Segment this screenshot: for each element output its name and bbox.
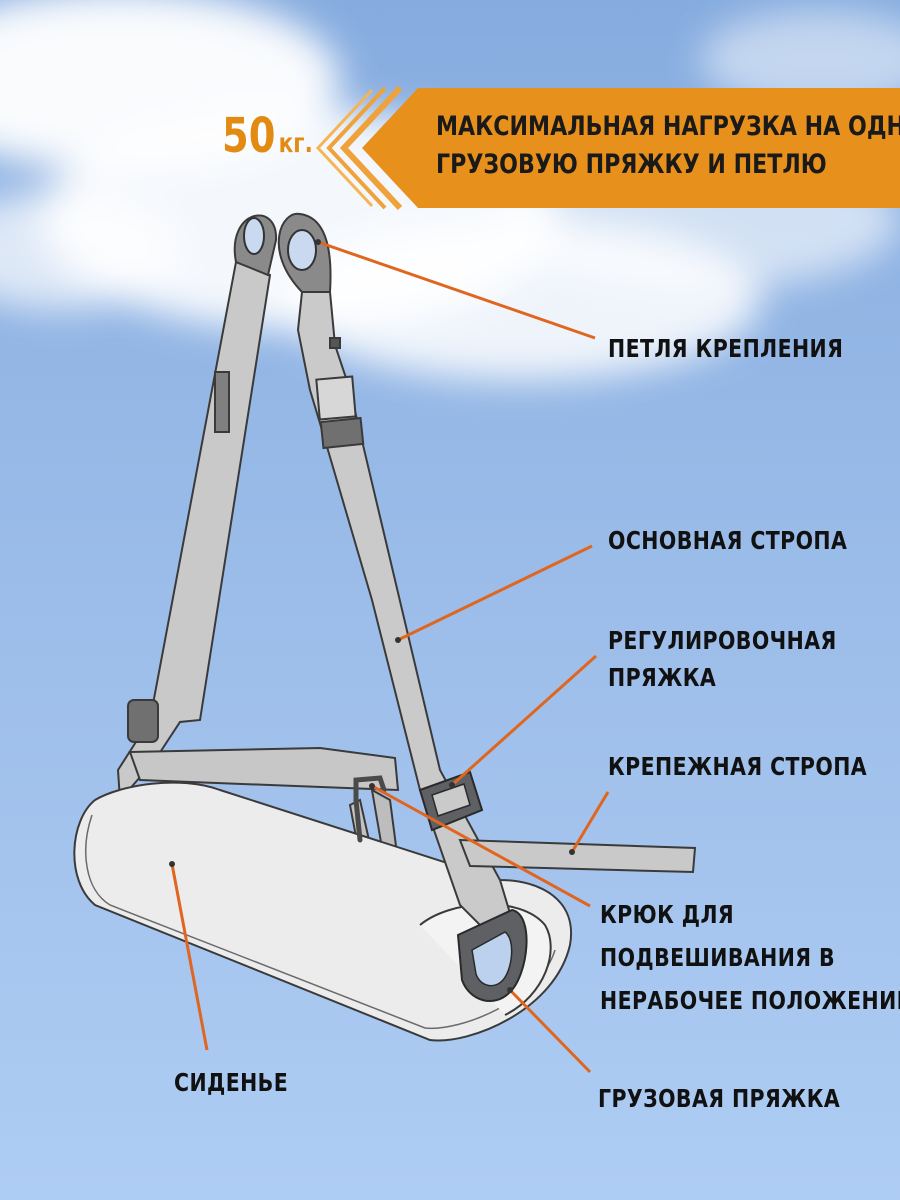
label-adjust-buckle: РЕГУЛИРОВОЧНАЯ ПРЯЖКА (608, 622, 837, 696)
banner-line-1: МАКСИМАЛЬНАЯ НАГРУЗКА НА ОДНУ (436, 108, 900, 146)
label-cargo-buckle-line-1: ГРУЗОВАЯ ПРЯЖКА (598, 1080, 840, 1117)
label-hook-line-3: НЕРАБОЧЕЕ ПОЛОЖЕНИЕ (600, 979, 900, 1022)
weight-number: 50 (222, 108, 275, 164)
label-adjust-buckle-line-1: РЕГУЛИРОВОЧНАЯ (608, 622, 837, 659)
label-fastening-strap: КРЕПЕЖНАЯ СТРОПА (608, 748, 867, 785)
label-loop: ПЕТЛЯ КРЕПЛЕНИЯ (608, 330, 843, 367)
label-hook-line-2: ПОДВЕШИВАНИЯ В (600, 936, 900, 979)
label-adjust-buckle-line-2: ПРЯЖКА (608, 659, 837, 696)
weight-unit: кг. (279, 128, 313, 159)
label-main-strap: ОСНОВНАЯ СТРОПА (608, 522, 847, 559)
label-cargo-buckle: ГРУЗОВАЯ ПРЯЖКА (598, 1080, 840, 1117)
label-fastening-strap-line-1: КРЕПЕЖНАЯ СТРОПА (608, 748, 867, 785)
label-hook: КРЮК ДЛЯ ПОДВЕШИВАНИЯ В НЕРАБОЧЕЕ ПОЛОЖЕ… (600, 893, 900, 1022)
label-seat-line-1: СИДЕНЬЕ (174, 1064, 288, 1101)
label-loop-line-1: ПЕТЛЯ КРЕПЛЕНИЯ (608, 330, 843, 367)
label-seat: СИДЕНЬЕ (174, 1064, 288, 1101)
banner-caption: МАКСИМАЛЬНАЯ НАГРУЗКА НА ОДНУ ГРУЗОВУЮ П… (436, 108, 900, 184)
banner-line-2: ГРУЗОВУЮ ПРЯЖКУ И ПЕТЛЮ (436, 146, 900, 184)
label-main-strap-line-1: ОСНОВНАЯ СТРОПА (608, 522, 847, 559)
label-hook-line-1: КРЮК ДЛЯ (600, 893, 900, 936)
